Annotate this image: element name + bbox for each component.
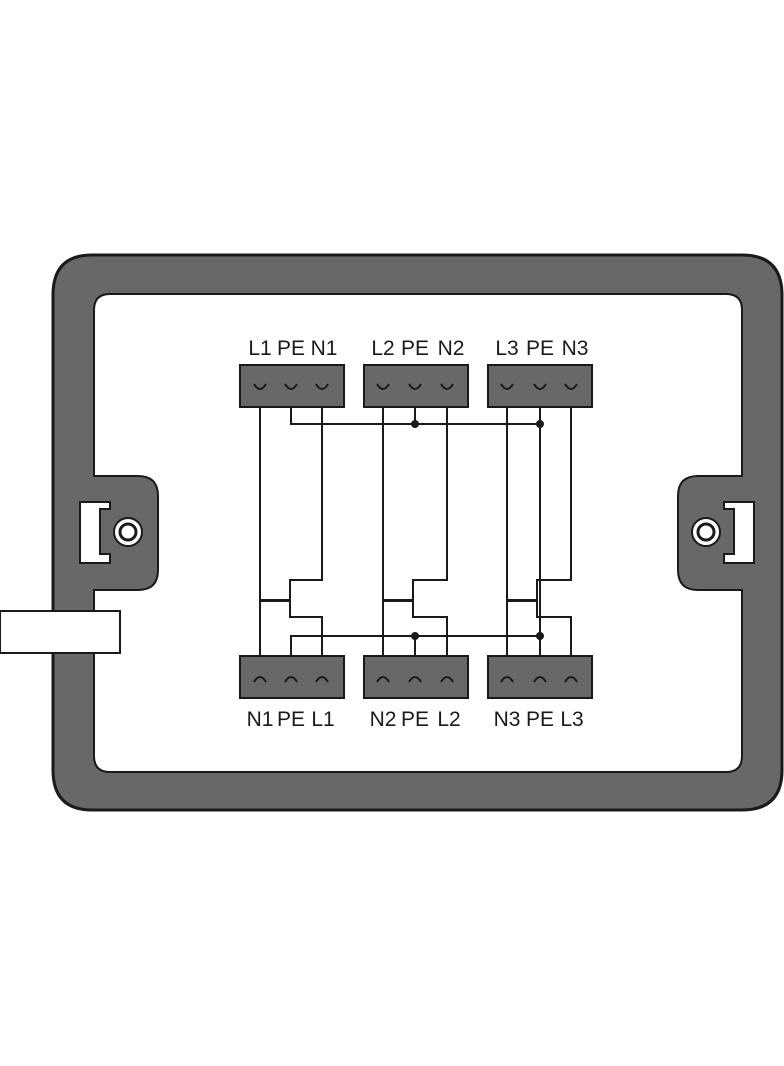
- junction-dot: [536, 420, 544, 428]
- socket-contact: [253, 383, 267, 390]
- wire-l1: [259, 393, 323, 672]
- pin-label: N3: [494, 708, 521, 731]
- wire-n2: [382, 393, 448, 672]
- plug-contact: [408, 676, 422, 683]
- pin-label: L2: [371, 337, 394, 360]
- pin-label: L3: [495, 337, 518, 360]
- socket-contact: [284, 383, 298, 390]
- socket-contact: [408, 383, 422, 390]
- plug-contact: [284, 676, 298, 683]
- wire-l2: [382, 393, 448, 672]
- pin-label: PE: [526, 337, 554, 360]
- bottom-connector-1: N1 PE L1: [239, 655, 345, 731]
- plug-contact: [440, 676, 454, 683]
- junction-dot: [536, 632, 544, 640]
- pin-label: L1: [248, 337, 271, 360]
- pin-label: PE: [277, 708, 305, 731]
- right-clip: [723, 501, 755, 564]
- socket-contact: [564, 383, 578, 390]
- left-mounting-lug: [79, 501, 143, 564]
- pin-label: L1: [311, 708, 334, 731]
- junction-dot: [411, 632, 419, 640]
- wire-n3: [506, 393, 572, 672]
- pin-label: N1: [311, 337, 338, 360]
- pin-label: PE: [401, 708, 429, 731]
- socket-contact: [440, 383, 454, 390]
- cable-entry-tab: [0, 610, 121, 654]
- pin-label: N3: [562, 337, 589, 360]
- bottom-connector-3: N3 PE L3: [487, 655, 593, 731]
- pin-label: PE: [401, 337, 429, 360]
- bottom-connector-2: N2 PE L2: [363, 655, 469, 731]
- left-clip: [79, 501, 111, 564]
- right-mounting-lug: [691, 501, 755, 564]
- pin-label: L3: [560, 708, 583, 731]
- junction-dot: [411, 420, 419, 428]
- left-screw-hole: [118, 522, 138, 542]
- pin-label: PE: [526, 708, 554, 731]
- plug-contact: [533, 676, 547, 683]
- top-connector-3: L3 PE N3: [487, 337, 593, 408]
- socket-contact: [315, 383, 329, 390]
- top-connector-1: L1 PE N1: [239, 337, 345, 408]
- plug-contact: [315, 676, 329, 683]
- plug-contact: [376, 676, 390, 683]
- socket-contact: [376, 383, 390, 390]
- socket-contact: [500, 383, 514, 390]
- plug-contact: [564, 676, 578, 683]
- wire-n1: [259, 393, 323, 672]
- housing: [51, 253, 784, 812]
- housing-opening: [93, 293, 743, 773]
- right-screw-hole: [696, 522, 716, 542]
- pin-label: N2: [438, 337, 465, 360]
- plug-contact: [253, 676, 267, 683]
- pin-label: N2: [370, 708, 397, 731]
- pin-label: N1: [247, 708, 274, 731]
- pin-label: L2: [437, 708, 460, 731]
- plug-contact: [500, 676, 514, 683]
- wire-l3: [506, 393, 572, 672]
- socket-contact: [533, 383, 547, 390]
- pin-label: PE: [277, 337, 305, 360]
- top-connector-2: L2 PE N2: [363, 337, 469, 408]
